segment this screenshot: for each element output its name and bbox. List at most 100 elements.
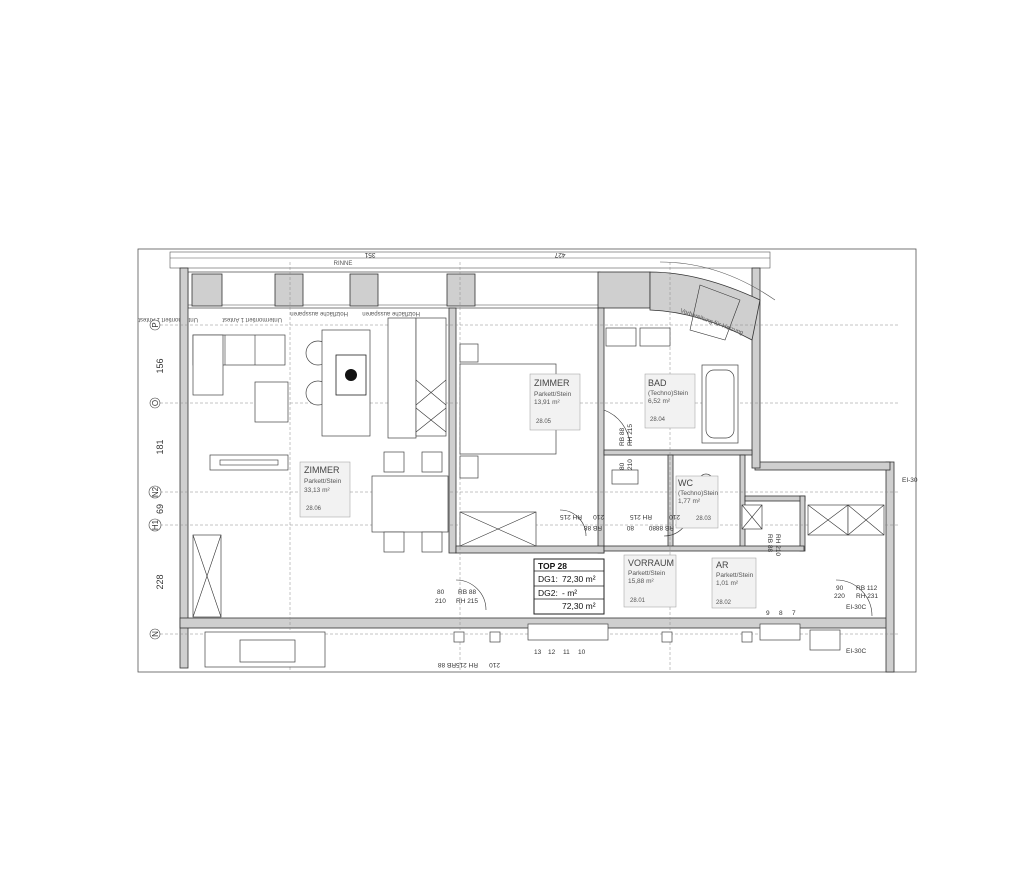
room-name: WC [678, 478, 693, 488]
kitchen-units [387, 317, 447, 439]
room-tag: 28.03 [696, 516, 712, 522]
room-bad: BAD (Techno)Stein 6,52 m² 28.04 [644, 373, 696, 429]
tv-icon [219, 459, 279, 466]
door-rb: RB 88 [458, 589, 476, 596]
room-name: BAD [648, 378, 667, 388]
door-rh: RH 210 [774, 534, 781, 556]
room-vorraum: VORRAUM Parkett/Stein 15,88 m² 28.01 [623, 554, 677, 608]
door-label-h: 80 [648, 524, 656, 531]
ei-label: EI-30C [846, 648, 867, 655]
number-7: 7 [792, 610, 796, 617]
door-height: 210 [627, 459, 634, 470]
door-label-f: RH 215 [630, 513, 652, 520]
summary-title: TOP 28 [538, 561, 567, 571]
ei-label: EI-30 [902, 477, 918, 484]
roof-note-4: Holzfläche aussparen [362, 310, 420, 316]
number-13: 13 [534, 649, 542, 656]
door-label-c: RB 88 [584, 524, 602, 531]
door-rh: RH 231 [856, 593, 878, 600]
room-name: VORRAUM [628, 558, 674, 568]
door-height: 210 [489, 661, 500, 668]
drawing-frame [137, 248, 917, 673]
room-area: 13,91 m² [534, 399, 560, 406]
number-9: 9 [766, 610, 770, 617]
number-10: 10 [578, 649, 586, 656]
dim-351: 351 [364, 251, 375, 258]
grid-label-p: P [151, 322, 160, 327]
summary-row2-value: - m² [562, 588, 577, 598]
door-rb: RB 88 [619, 428, 626, 446]
ei-label: EI-30C [846, 604, 867, 611]
summary-row1-label: DG1: [538, 574, 558, 584]
number-8: 8 [779, 610, 783, 617]
curved-wall [649, 261, 776, 341]
door-width: 80 [619, 462, 626, 470]
summary-row2-label: DG2: [538, 588, 558, 598]
door-label-a: 210 [593, 513, 604, 520]
door-rh: RH 215 [456, 661, 478, 668]
nightstand-1 [459, 343, 479, 363]
room-tag: 28.02 [716, 600, 732, 606]
room-floor: Parkett/Stein [628, 570, 666, 577]
roof-note-3: Holzfläche aussparen [290, 310, 348, 316]
room-wc: WC (Techno)Stein 1,77 m² 28.03 [675, 475, 718, 529]
dim-228: 228 [155, 574, 165, 589]
room-floor: Parkett/Stein [534, 391, 572, 398]
door-width: 80 [437, 589, 445, 596]
room-name: ZIMMER [304, 465, 340, 475]
dim-427: 427 [554, 251, 565, 258]
dim-156: 156 [155, 358, 165, 373]
number-12: 12 [548, 649, 556, 656]
gutter-label: RINNE [334, 261, 353, 267]
grid-label-n: N [151, 631, 160, 637]
room-zimmer-small: ZIMMER Parkett/Stein 13,91 m² 28.05 [529, 373, 581, 431]
sofa [192, 334, 286, 396]
room-floor: (Techno)Stein [678, 490, 718, 497]
dining-table [371, 451, 449, 553]
room-tag: 28.04 [650, 417, 666, 423]
dim-181: 181 [155, 439, 165, 454]
door-label-e: 210 [669, 513, 680, 520]
roof-note-2: Untermontiert 1 Antest [222, 316, 282, 322]
interior-walls [448, 307, 806, 554]
door-rh: RH 215 [456, 598, 478, 605]
bottom-numbers: 13 12 11 10 9 8 7 [534, 610, 796, 656]
room-tag: 28.05 [536, 419, 552, 425]
storage-shelves [807, 504, 885, 536]
door-width: 90 [836, 585, 844, 592]
roof-note-1: Untermontiert 1 Antest [138, 316, 198, 322]
room-area: 1,77 m² [678, 498, 701, 505]
door-rb: RB 112 [856, 585, 878, 592]
door-annotations: 80 210 RB 88 RH 215 RB 88 RH 215 80 210 … [435, 424, 918, 668]
room-area: 6,52 m² [648, 398, 671, 405]
dim-69: 69 [155, 504, 165, 514]
nightstand-2 [459, 455, 479, 479]
room-tag: 28.06 [306, 506, 322, 512]
grid-label-h1: H1 [151, 519, 160, 530]
wardrobe-left [192, 534, 222, 618]
left-axis: P 156 O 181 N2 69 H1 228 N [148, 319, 165, 640]
summary-total: 72,30 m² [562, 601, 596, 611]
door-rb: RB 88 [438, 661, 456, 668]
room-floor: Parkett/Stein [716, 572, 754, 579]
room-floor: Parkett/Stein [304, 478, 342, 485]
room-name: ZIMMER [534, 378, 570, 388]
room-floor: (Techno)Stein [648, 390, 688, 397]
grid-label-n2: N2 [151, 486, 160, 497]
door-label-d: 80 [626, 524, 634, 531]
kitchen-island [321, 329, 371, 437]
bottom-ducts [204, 623, 841, 668]
summary-box: TOP 28 DG1: 72,30 m² DG2: - m² 72,30 m² [533, 558, 605, 615]
door-height: 220 [834, 593, 845, 600]
room-area: 15,88 m² [628, 578, 654, 585]
door-rb: RB 88 [766, 534, 773, 552]
bathroom-fixtures [605, 327, 739, 485]
room-tag: 28.01 [630, 598, 646, 604]
room-zimmer-large: ZIMMER Parkett/Stein 33,13 m² 28.06 [299, 461, 351, 518]
bedroom-wardrobe [459, 511, 537, 547]
door-height: 210 [435, 598, 446, 605]
outer-walls [179, 267, 895, 673]
grid-label-o: O [151, 400, 160, 406]
tv-sideboard [209, 454, 289, 471]
